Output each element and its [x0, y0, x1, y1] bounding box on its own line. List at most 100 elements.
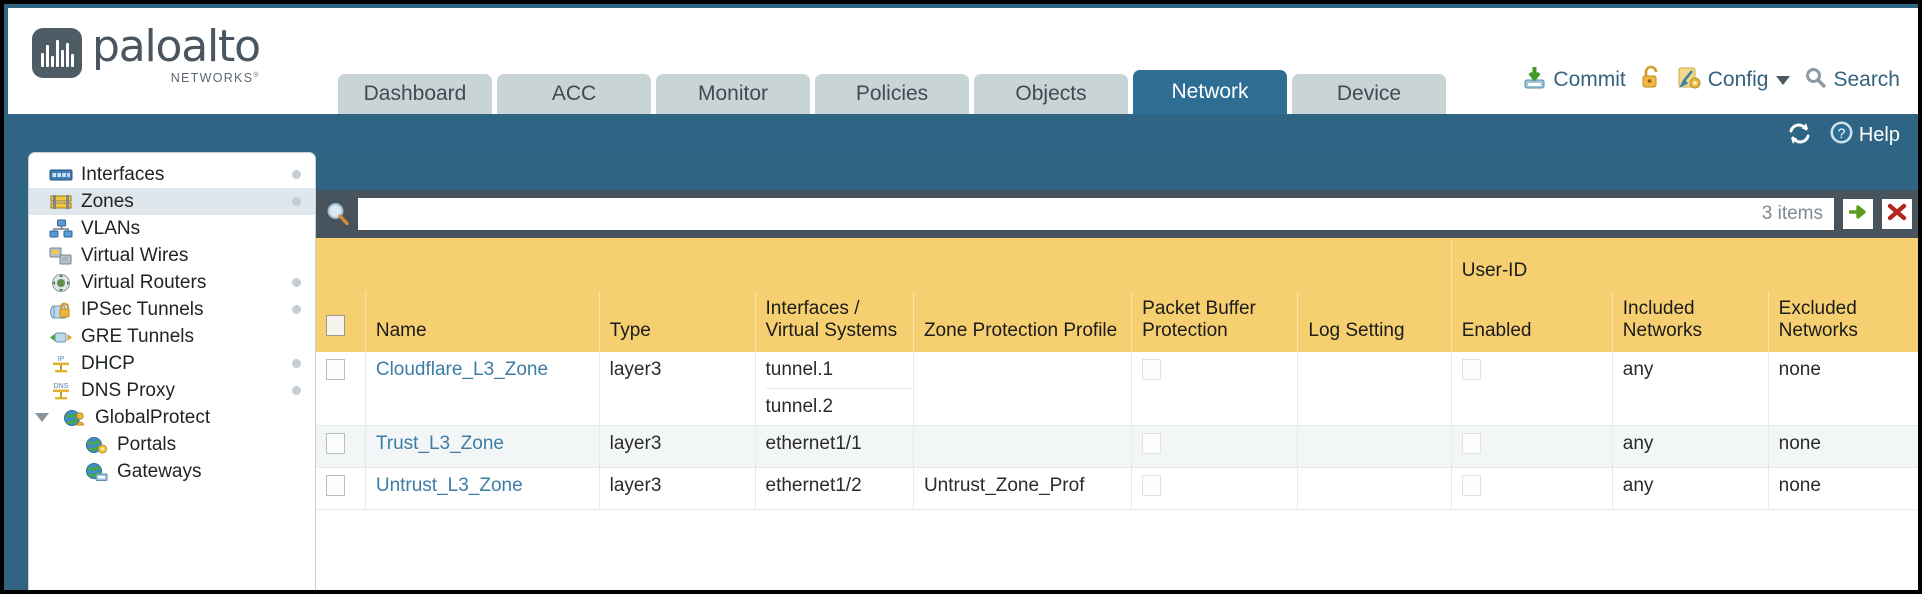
virtual-routers-icon: [49, 273, 73, 293]
red-x-icon: [1886, 202, 1908, 227]
column-header-packet-buffer-protection[interactable]: Packet Buffer Protection: [1131, 292, 1299, 352]
column-header-zone-protection-profile[interactable]: Zone Protection Profile: [913, 292, 1133, 352]
tab-objects[interactable]: Objects: [974, 74, 1128, 114]
sub-header-band: ? Help: [8, 114, 1918, 158]
column-header-type[interactable]: Type: [599, 292, 756, 352]
sidebar-item-virtual-wires[interactable]: Virtual Wires: [29, 242, 315, 269]
search-input[interactable]: 3 items: [358, 198, 1834, 230]
row-select-cell: [316, 425, 366, 468]
table-row[interactable]: Cloudflare_L3_Zone layer3 tunnel.1 tunne…: [316, 352, 1918, 426]
sidebar-label-gre-tunnels: GRE Tunnels: [81, 325, 194, 347]
sidebar-item-gre-tunnels[interactable]: GRE Tunnels: [29, 323, 315, 350]
gateways-icon: [85, 462, 109, 482]
sidebar-item-dhcp[interactable]: IP DHCP: [29, 350, 315, 377]
column-header-interfaces[interactable]: Interfaces / Virtual Systems: [755, 292, 914, 352]
ipsec-tunnels-icon: [49, 300, 73, 320]
zone-protection-profile-cell: Untrust_Zone_Prof: [913, 467, 1133, 510]
sidebar-label-virtual-wires: Virtual Wires: [81, 244, 189, 266]
zone-name-link[interactable]: Trust_L3_Zone: [375, 433, 504, 454]
row-checkbox[interactable]: [326, 475, 345, 496]
logo-mark-icon: [32, 28, 82, 78]
sidebar-item-portals[interactable]: Portals: [29, 431, 315, 458]
packet-buffer-protection-checkbox[interactable]: [1142, 475, 1162, 496]
config-wrench-icon: [1677, 65, 1702, 96]
column-header-excluded-networks[interactable]: Excluded Networks: [1768, 292, 1918, 352]
config-label: Config: [1707, 68, 1769, 91]
select-all-checkbox[interactable]: [326, 315, 345, 336]
zone-name-cell: Trust_L3_Zone: [365, 425, 600, 468]
log-setting-cell: [1297, 467, 1452, 510]
zone-name-cell: Cloudflare_L3_Zone: [365, 352, 600, 426]
sidebar-item-zones[interactable]: Zones: [29, 188, 315, 215]
expander-triangle-icon[interactable]: [35, 413, 49, 422]
sidebar-item-gateways[interactable]: Gateways: [29, 458, 315, 485]
column-header-included-networks[interactable]: Included Networks: [1612, 292, 1769, 352]
brand-name: paloalto: [92, 21, 261, 72]
lock-button[interactable]: [1640, 65, 1663, 96]
zone-interfaces-cell: ethernet1/1: [755, 425, 914, 468]
zones-table-body: Cloudflare_L3_Zone layer3 tunnel.1 tunne…: [316, 352, 1918, 510]
search-button[interactable]: Search: [1804, 66, 1900, 95]
registered-mark: ®: [253, 71, 260, 79]
table-group-header-row: User-ID: [316, 238, 1918, 292]
sidebar-item-interfaces[interactable]: Interfaces: [29, 161, 315, 188]
packet-buffer-protection-checkbox[interactable]: [1142, 359, 1162, 380]
help-button[interactable]: ? Help: [1829, 120, 1900, 151]
filter-bar: 3 items: [316, 190, 1918, 238]
user-id-enabled-checkbox[interactable]: [1461, 475, 1481, 496]
sidebar-item-dns-proxy[interactable]: DNS DNS Proxy: [29, 377, 315, 404]
commit-button[interactable]: Commit: [1522, 65, 1626, 96]
zone-interfaces-cell: ethernet1/2: [755, 467, 914, 510]
config-menu-button[interactable]: Config: [1677, 65, 1791, 96]
sidebar-item-ipsec-tunnels[interactable]: IPSec Tunnels: [29, 296, 315, 323]
sidebar-status-dot: [292, 386, 301, 395]
sidebar-label-portals: Portals: [117, 433, 177, 455]
svg-text:?: ?: [1837, 125, 1845, 141]
apply-filter-button[interactable]: [1843, 199, 1873, 229]
sidebar-item-vlans[interactable]: VLANs: [29, 215, 315, 242]
tab-acc[interactable]: ACC: [497, 74, 651, 114]
tab-policies[interactable]: Policies: [815, 74, 969, 114]
sidebar-status-dot: [292, 305, 301, 314]
brand-tagline-text: NETWORKS: [170, 71, 254, 85]
sidebar-status-dot: [292, 170, 301, 179]
user-id-enabled-checkbox[interactable]: [1461, 359, 1481, 380]
interfaces-icon: [49, 165, 73, 185]
zone-name-link[interactable]: Untrust_L3_Zone: [375, 475, 523, 496]
zone-protection-profile-cell: [913, 352, 1133, 426]
log-setting-cell: [1297, 425, 1452, 468]
clear-filter-button[interactable]: [1882, 199, 1912, 229]
sidebar-label-dhcp: DHCP: [81, 352, 135, 374]
virtual-wires-icon: [49, 246, 73, 266]
sidebar-item-globalprotect[interactable]: GlobalProtect: [29, 404, 315, 431]
sidebar-item-virtual-routers[interactable]: Virtual Routers: [29, 269, 315, 296]
column-header-enabled[interactable]: Enabled: [1451, 292, 1613, 352]
refresh-icon[interactable]: [1787, 122, 1813, 150]
sidebar-status-dot: [292, 197, 301, 206]
table-row[interactable]: Untrust_L3_Zone layer3 ethernet1/2 Untru…: [316, 467, 1918, 510]
tab-monitor[interactable]: Monitor: [656, 74, 810, 114]
help-question-icon: ?: [1829, 120, 1854, 151]
zones-icon: [49, 192, 73, 212]
column-header-name[interactable]: Name: [365, 292, 600, 352]
sidebar-status-dot: [292, 359, 301, 368]
tab-device[interactable]: Device: [1292, 74, 1446, 114]
magnifier-icon[interactable]: [324, 200, 352, 228]
zones-content-panel: 3 items: [316, 190, 1918, 590]
column-header-log-setting[interactable]: Log Setting: [1297, 292, 1452, 352]
user-id-enabled-checkbox[interactable]: [1461, 433, 1481, 454]
dhcp-icon: IP: [49, 354, 73, 374]
table-row[interactable]: Trust_L3_Zone layer3 ethernet1/1 any non…: [316, 425, 1918, 468]
packet-buffer-protection-cell: [1131, 425, 1299, 468]
tab-network[interactable]: Network: [1133, 70, 1287, 114]
zones-table: User-ID Name Type Interfaces / Virtual S…: [316, 238, 1918, 510]
sidebar-label-dns-proxy: DNS Proxy: [81, 379, 175, 401]
packet-buffer-protection-cell: [1131, 352, 1299, 426]
row-checkbox[interactable]: [326, 359, 345, 380]
row-checkbox[interactable]: [326, 433, 345, 454]
excluded-networks-cell: none: [1768, 352, 1918, 426]
packet-buffer-protection-checkbox[interactable]: [1142, 433, 1162, 454]
included-networks-cell: any: [1612, 352, 1769, 426]
tab-dashboard[interactable]: Dashboard: [338, 74, 492, 114]
zone-name-link[interactable]: Cloudflare_L3_Zone: [375, 359, 549, 380]
